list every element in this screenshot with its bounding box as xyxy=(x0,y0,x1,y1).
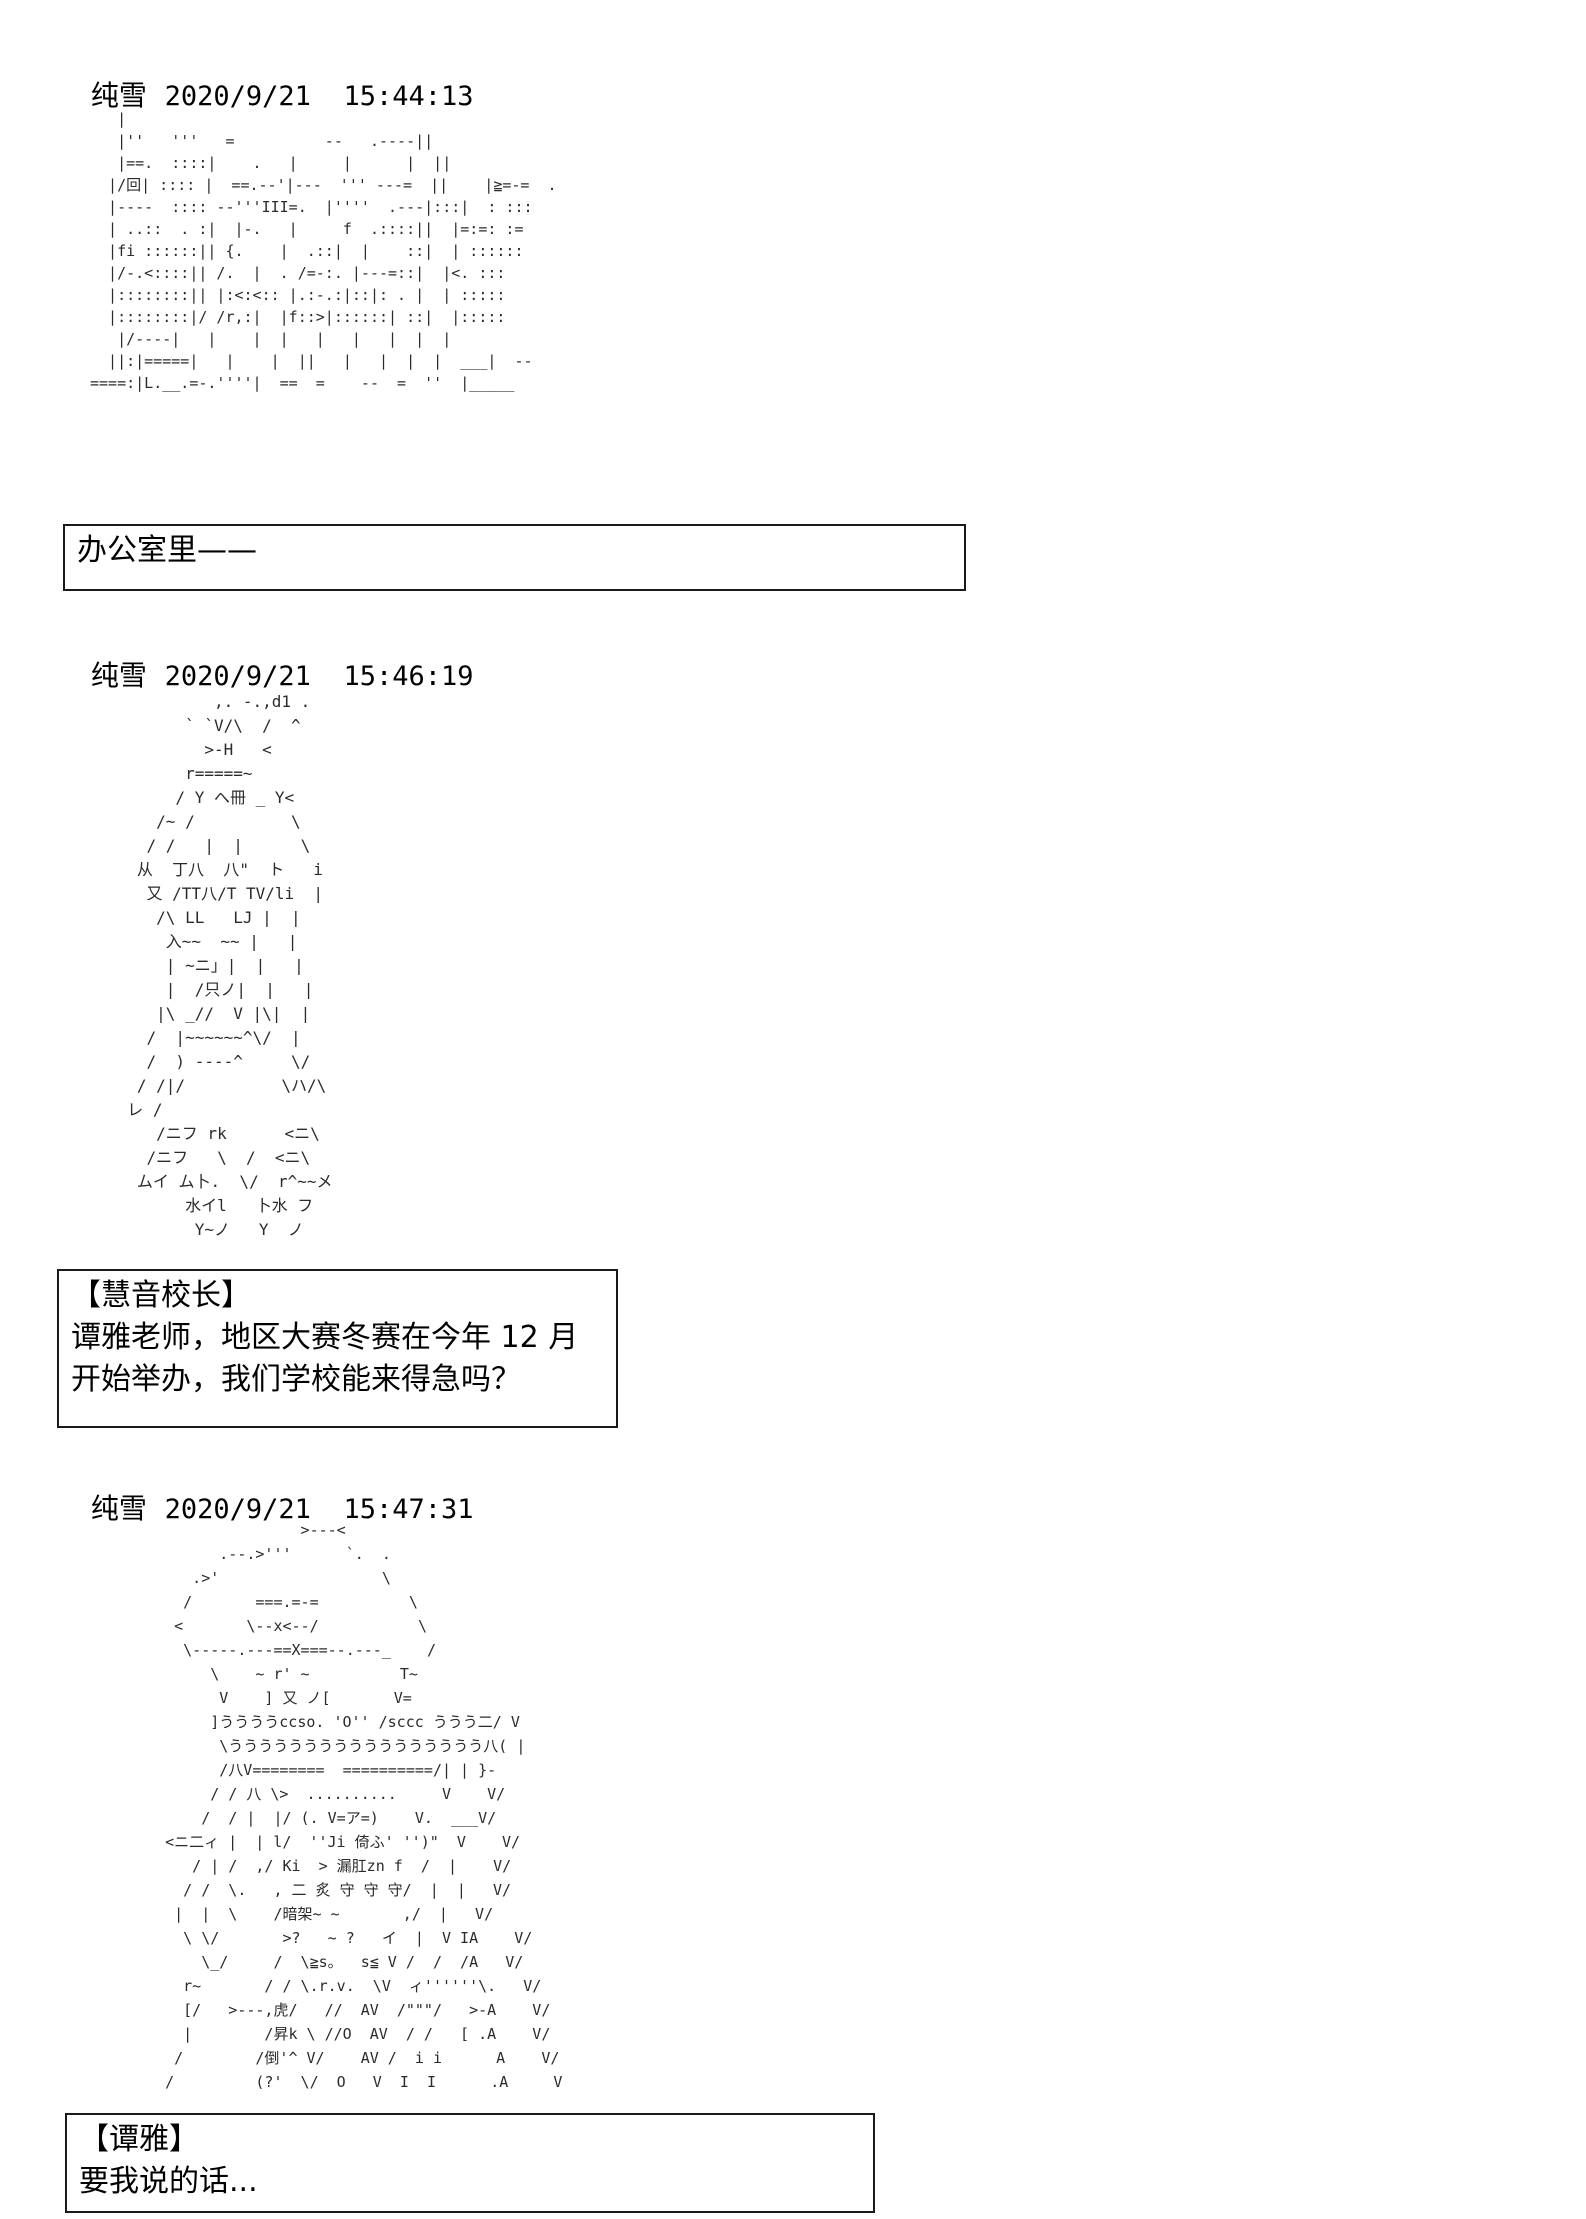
dialog-line: 谭雅老师，地区大赛冬赛在今年 12 月 xyxy=(71,1320,579,1355)
post-timestamp: 2020/9/21 15:47:31 xyxy=(164,1494,474,1525)
post-header: 纯雪 2020/9/21 15:46:19 xyxy=(73,622,474,695)
post-header: 纯雪 2020/9/21 15:44:13 xyxy=(73,42,474,115)
post-author: 纯雪 xyxy=(90,659,147,692)
ascii-art-tanya: >---< .--.>''' `. . .>' \ / ===.=-= \ < … xyxy=(165,1521,563,2091)
dialog-box: 办公室里—— xyxy=(63,524,966,591)
dialog-line: 开始举办，我们学校能来得急吗？ xyxy=(71,1362,521,1397)
post-header: 纯雪 2020/9/21 15:47:31 xyxy=(73,1455,474,1528)
post-timestamp: 2020/9/21 15:46:19 xyxy=(164,661,474,692)
post-timestamp: 2020/9/21 15:44:13 xyxy=(164,81,474,112)
ascii-art-office: | |'' ''' = -- .----|| |==. ::::| . | | … xyxy=(90,110,557,392)
dialog-box: 【谭雅】 要我说的话... xyxy=(65,2113,875,2213)
dialog-speaker: 【谭雅】 xyxy=(79,2122,199,2157)
dialog-line: 办公室里—— xyxy=(77,533,257,568)
dialog-box: 【慧音校长】 谭雅老师，地区大赛冬赛在今年 12 月 开始举办，我们学校能来得急… xyxy=(57,1269,618,1428)
dialog-line: 要我说的话... xyxy=(79,2164,258,2199)
post-author: 纯雪 xyxy=(90,1492,147,1525)
ascii-art-headmaster: ,. -.,d1 . ` `V/\ / ^ >-H < r=====~ / Y … xyxy=(127,692,333,1239)
post-author: 纯雪 xyxy=(90,79,147,112)
dialog-speaker: 【慧音校长】 xyxy=(71,1278,251,1313)
